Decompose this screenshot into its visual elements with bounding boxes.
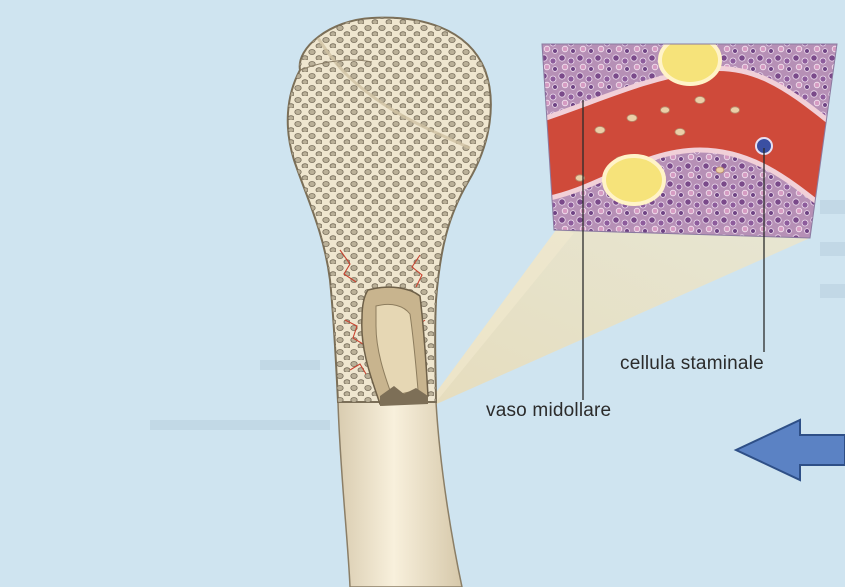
magnified-marrow-panel bbox=[540, 36, 840, 240]
cellula-staminale-label: cellula staminale bbox=[620, 353, 764, 375]
vaso-midollare-label: vaso midollare bbox=[486, 400, 611, 422]
arrow-left-icon bbox=[736, 420, 845, 480]
zoom-beam bbox=[432, 230, 810, 406]
bone-shaft bbox=[338, 402, 462, 587]
